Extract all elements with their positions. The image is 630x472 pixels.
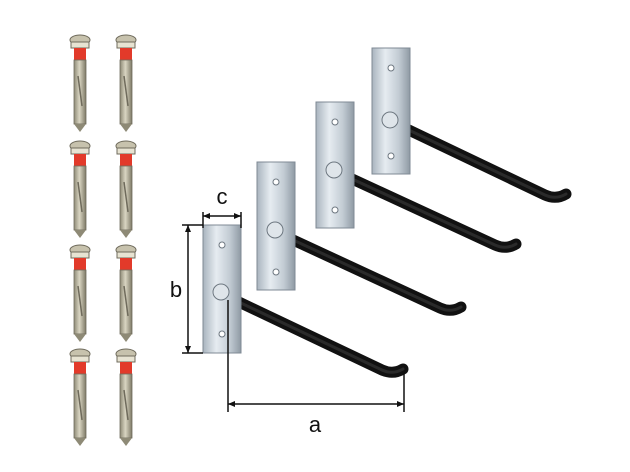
- anchor-bolt: [69, 34, 91, 132]
- anchor-bolt: [69, 348, 91, 446]
- anchor-bolts-group: [69, 34, 137, 446]
- wall-hook: [371, 47, 572, 203]
- wall-hook: [315, 101, 522, 253]
- anchor-bolt: [115, 140, 137, 238]
- dimension-label-a: a: [309, 412, 322, 437]
- anchor-bolt: [115, 348, 137, 446]
- anchor-bolt: [69, 244, 91, 342]
- anchor-bolt: [115, 34, 137, 132]
- anchor-bolt: [69, 140, 91, 238]
- wall-hook: [202, 224, 409, 378]
- dimension-label-b: b: [170, 277, 182, 302]
- wall-hook: [256, 161, 467, 316]
- dimension-lines: [182, 212, 405, 412]
- anchor-bolt: [115, 244, 137, 342]
- dimension-label-c: c: [217, 184, 228, 209]
